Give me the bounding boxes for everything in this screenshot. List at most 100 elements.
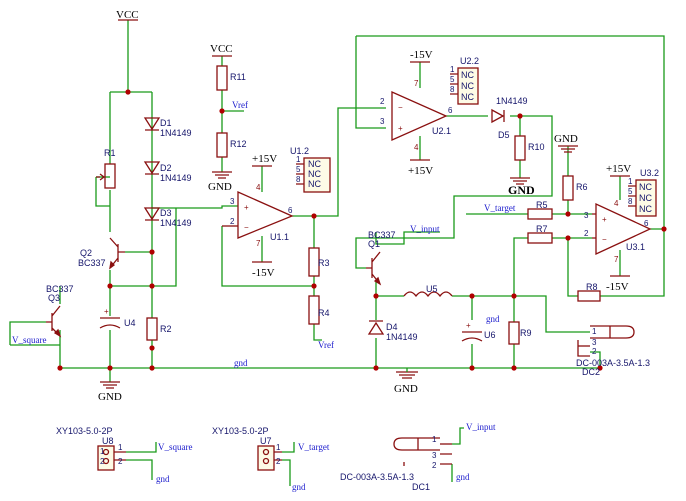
gnd-r10-label: GND bbox=[508, 183, 535, 197]
dc2-ref: DC2 bbox=[582, 367, 600, 377]
net-v-square: V_square bbox=[12, 335, 47, 345]
u1-pin7: 7 bbox=[256, 239, 261, 248]
opamps: + − 3 2 6 4 7 U1.1 − + 2 3 6 7 4 U2.1 + … bbox=[222, 79, 652, 264]
d5-symbol bbox=[491, 108, 505, 124]
q3-value: BC337 bbox=[46, 284, 74, 294]
dc2-p2: 2 bbox=[592, 347, 597, 356]
d5-ref: D5 bbox=[498, 130, 510, 140]
r7-body bbox=[527, 232, 553, 244]
u8-net-gnd: gnd bbox=[156, 474, 170, 484]
u3b-p5: 5 bbox=[628, 187, 633, 196]
gnd-r12-label: GND bbox=[208, 181, 232, 193]
u7-ref: U7 bbox=[260, 436, 272, 446]
u1b-p5: 5 bbox=[296, 165, 301, 174]
d1-symbol bbox=[143, 117, 161, 131]
d4-ref: D4 bbox=[386, 322, 398, 332]
r12-ref: R12 bbox=[230, 139, 247, 149]
u4-ref: U4 bbox=[124, 318, 136, 328]
u2-neg-rail: -15V bbox=[410, 49, 433, 61]
u2-pin2: 2 bbox=[380, 97, 385, 106]
q2-ref: Q2 bbox=[80, 248, 92, 258]
d5-value: 1N4149 bbox=[496, 96, 528, 106]
r10-body bbox=[514, 135, 526, 161]
net-labels: Vref Vref V_target V_input V_square gnd bbox=[12, 100, 516, 368]
u3b-p8: 8 bbox=[628, 197, 633, 206]
u3-pin6: 6 bbox=[644, 219, 649, 228]
d4-value: 1N4149 bbox=[386, 332, 418, 342]
dc2-p1: 1 bbox=[592, 327, 597, 336]
u3b-nc3: NC bbox=[639, 204, 652, 214]
net-v-target: V_target bbox=[484, 203, 516, 213]
u4-symbol bbox=[99, 324, 121, 329]
u6-ref: U6 bbox=[484, 330, 496, 340]
dc1-ref: DC1 bbox=[412, 482, 430, 492]
u1b-p8: 8 bbox=[296, 175, 301, 184]
u2-pin6: 6 bbox=[448, 106, 453, 115]
dc1-p2: 2 bbox=[432, 461, 437, 470]
r12-body bbox=[216, 132, 228, 158]
dc2-p3: 3 bbox=[592, 338, 597, 347]
d2-symbol bbox=[143, 161, 161, 175]
u8-value: XY103-5.0-2P bbox=[56, 426, 113, 436]
r1-ref: R1 bbox=[104, 148, 116, 158]
r2-ref: R2 bbox=[160, 324, 172, 334]
q1-symbol bbox=[366, 251, 381, 285]
u1-pin6: 6 bbox=[288, 206, 293, 215]
u1b-nc3: NC bbox=[308, 179, 321, 189]
u1-pin2: 2 bbox=[230, 217, 235, 226]
bottom-connectors: XY103-5.0-2P U8 1 2 1 2 V_square gnd XY1… bbox=[56, 422, 496, 492]
u2b-nc3: NC bbox=[461, 92, 474, 102]
u1-neg-rail: -15V bbox=[252, 267, 275, 279]
u5-ref: U5 bbox=[426, 284, 438, 294]
u3b-nc1: NC bbox=[639, 182, 652, 192]
u8-p1: 1 bbox=[118, 443, 123, 452]
vcc-label: VCC bbox=[116, 9, 139, 21]
r3-body bbox=[308, 247, 320, 277]
wires bbox=[9, 20, 665, 486]
u3-pin2: 2 bbox=[584, 229, 589, 238]
resistors: R1 R2 R3 R4 R5 R6 R7 R8 R9 R10 R11 R12 bbox=[96, 65, 601, 345]
u3-pin7: 7 bbox=[614, 255, 619, 264]
r1-body bbox=[104, 163, 116, 189]
capacitors: + U4 + U6 gnd U5 bbox=[99, 284, 500, 342]
d2-value: 1N4149 bbox=[160, 173, 192, 183]
u3-minus-sign: − bbox=[602, 235, 607, 244]
transistors: Q2 BC337 BC337 Q3 BC337 Q1 bbox=[46, 230, 396, 338]
u1b-p1: 1 bbox=[296, 155, 301, 164]
u2-plus-sign: + bbox=[398, 124, 403, 133]
gnd-left-label: GND bbox=[98, 391, 122, 403]
u3-neg-rail: -15V bbox=[606, 281, 629, 293]
d3-ref: D3 bbox=[160, 208, 172, 218]
r10-ref: R10 bbox=[528, 142, 545, 152]
d4-symbol bbox=[367, 320, 385, 335]
u2-pin3: 3 bbox=[380, 117, 385, 126]
u8-p1b: 1 bbox=[100, 447, 105, 456]
q1-value: BC337 bbox=[368, 230, 396, 240]
r3-ref: R3 bbox=[318, 258, 330, 268]
u2b-box bbox=[457, 67, 479, 105]
u3b-nc2: NC bbox=[639, 193, 652, 203]
u8-p2b: 2 bbox=[100, 457, 105, 466]
u7-p1: 1 bbox=[276, 443, 281, 452]
u3b-p1: 1 bbox=[628, 177, 633, 186]
u7-p2: 2 bbox=[276, 457, 281, 466]
r9-body bbox=[508, 321, 520, 345]
u2b-p5: 5 bbox=[450, 75, 455, 84]
u6-gnd-net: gnd bbox=[486, 314, 500, 324]
d2-ref: D2 bbox=[160, 163, 172, 173]
d3-symbol bbox=[143, 207, 161, 221]
u2-ref: U2.1 bbox=[432, 126, 451, 136]
r6-body bbox=[562, 175, 574, 201]
d1-ref: D1 bbox=[160, 118, 172, 128]
u3-pin4: 4 bbox=[614, 199, 619, 208]
dc1-net-gnd: gnd bbox=[456, 472, 470, 482]
u1b-box bbox=[303, 157, 331, 193]
dc1-net-input: V_input bbox=[466, 422, 496, 432]
gnd-mid-label: GND bbox=[394, 383, 418, 395]
u5-inductor bbox=[403, 291, 453, 298]
dc1-p3: 3 bbox=[432, 451, 437, 460]
r5-ref: R5 bbox=[536, 200, 548, 210]
u2b-nc1: NC bbox=[461, 70, 474, 80]
net-gnd-bus: gnd bbox=[234, 358, 248, 368]
